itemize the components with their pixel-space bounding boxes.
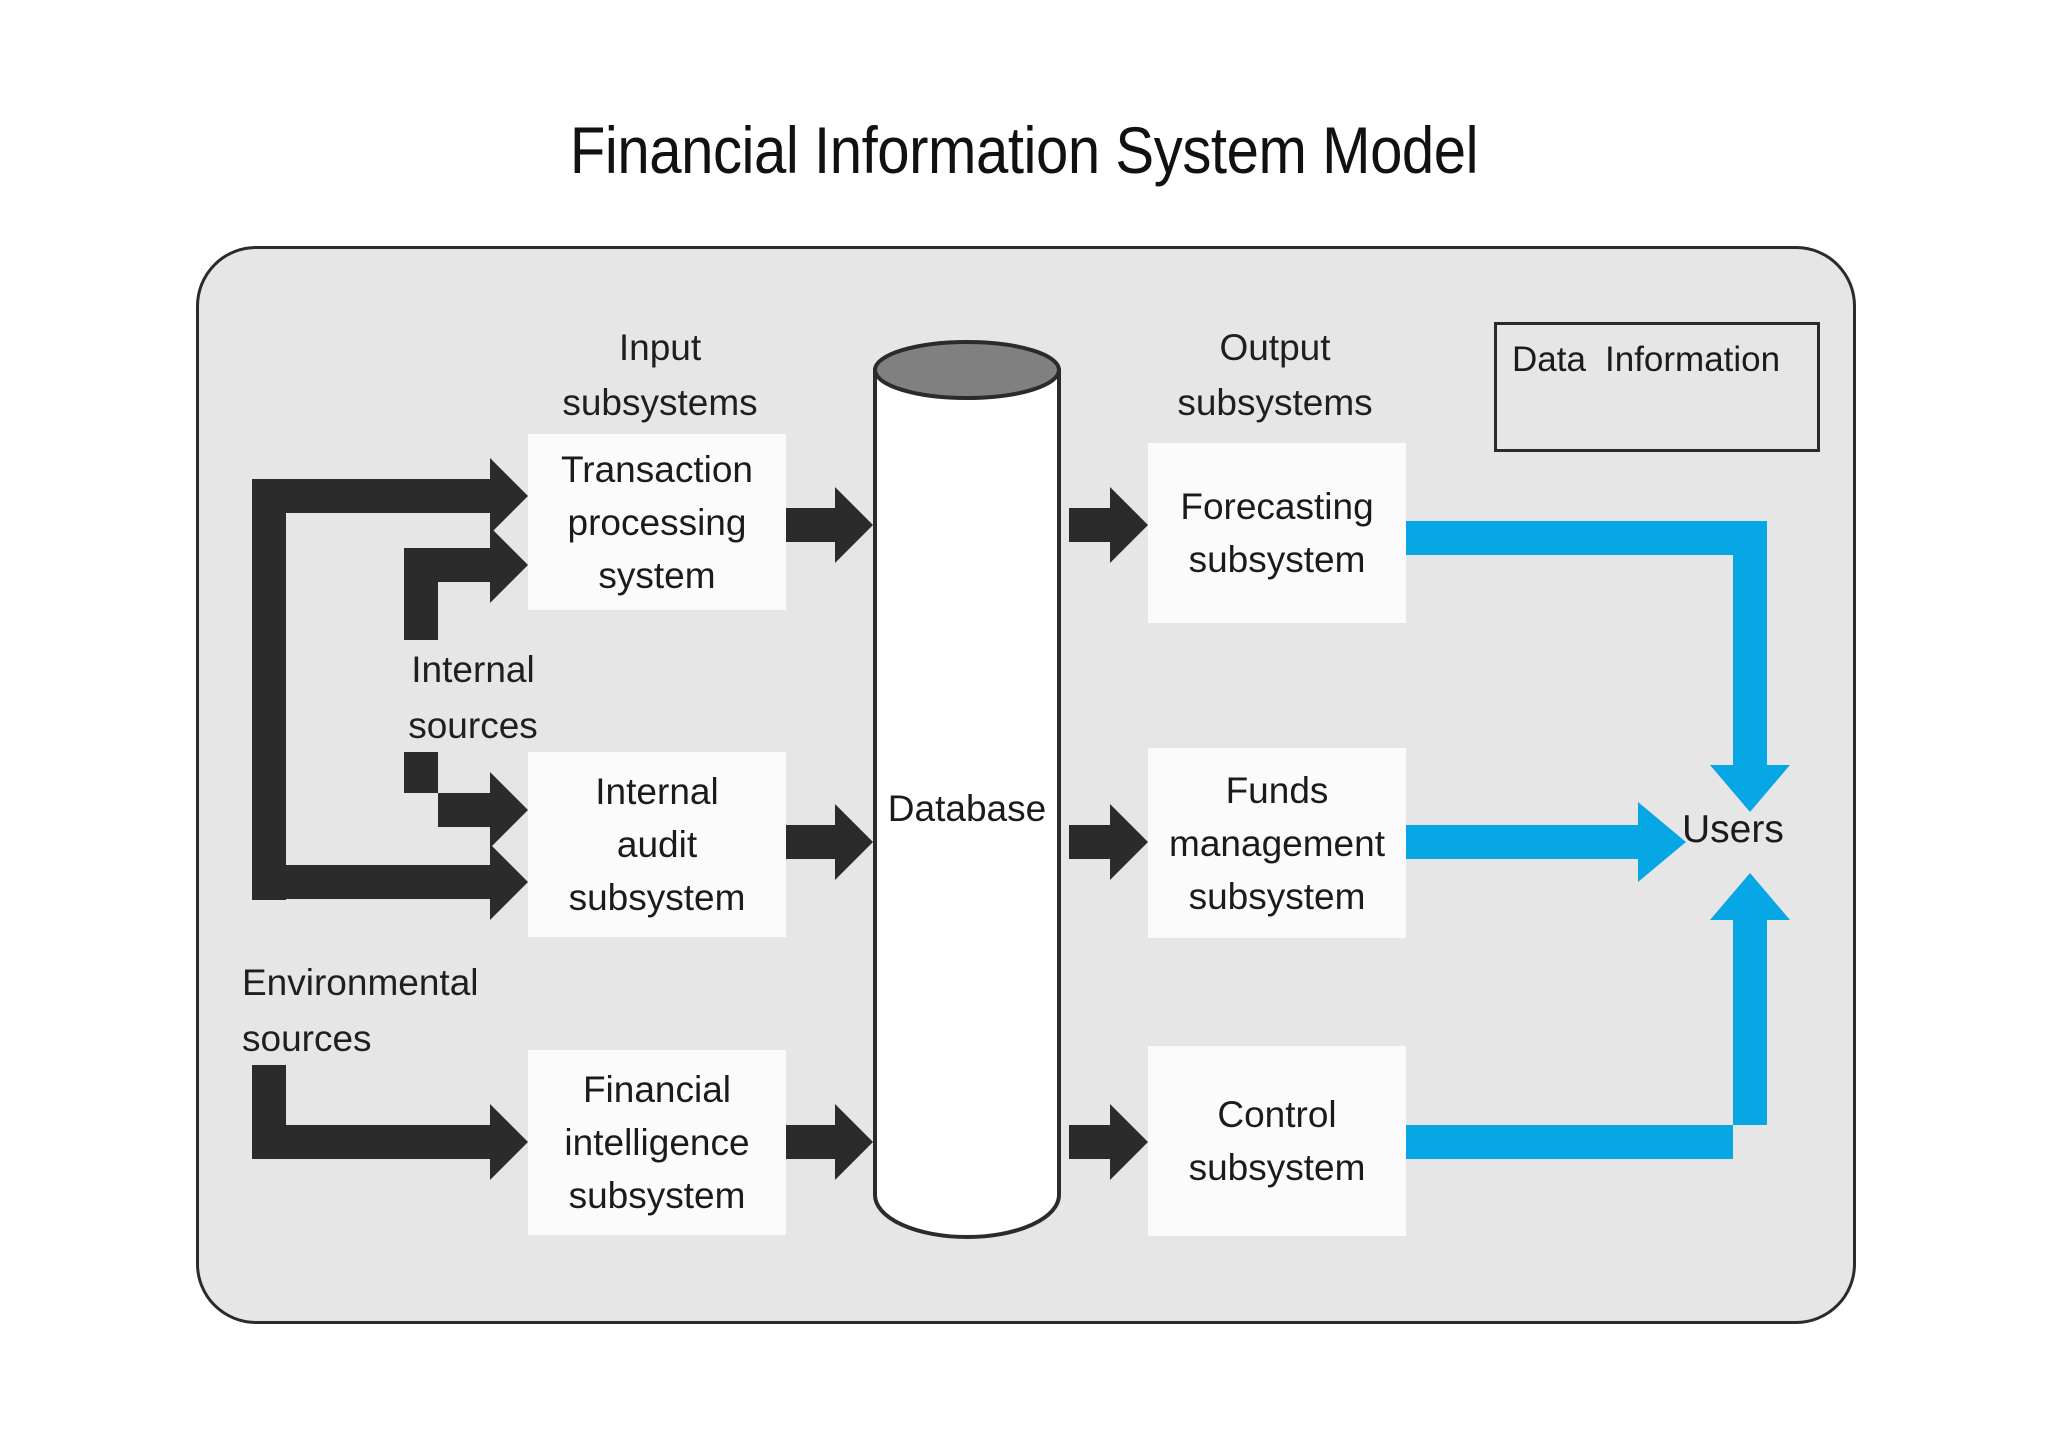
box-control-subsystem[interactable]: Control subsystem [1148,1046,1406,1236]
box-transaction-processing-system[interactable]: Transaction processing system [528,434,786,610]
database-cylinder [873,340,1061,1239]
legend-label-data: Data [1512,340,1586,379]
box-internal-audit-subsystem[interactable]: Internal audit subsystem [528,752,786,937]
legend-label-information: Information [1605,340,1781,379]
label-users: Users [1682,808,1784,851]
page-title: Financial Information System Model [569,113,1479,187]
label-internal-sources: Internal sources [408,649,538,746]
box-funds-management-subsystem[interactable]: Funds management subsystem [1148,748,1406,938]
output-subsystems-header: Output subsystems [1177,327,1373,423]
database-label: Database [887,788,1047,829]
cylinder-top [873,340,1061,400]
box-financial-intelligence-subsystem[interactable]: Financial intelligence subsystem [528,1050,786,1235]
legend-box [1494,322,1820,452]
label-environmental-sources: Environmental sources [242,962,479,1059]
input-subsystems-header: Input subsystems [562,327,758,423]
cylinder-body [873,368,1061,1239]
box-forecasting-subsystem[interactable]: Forecasting subsystem [1148,443,1406,623]
